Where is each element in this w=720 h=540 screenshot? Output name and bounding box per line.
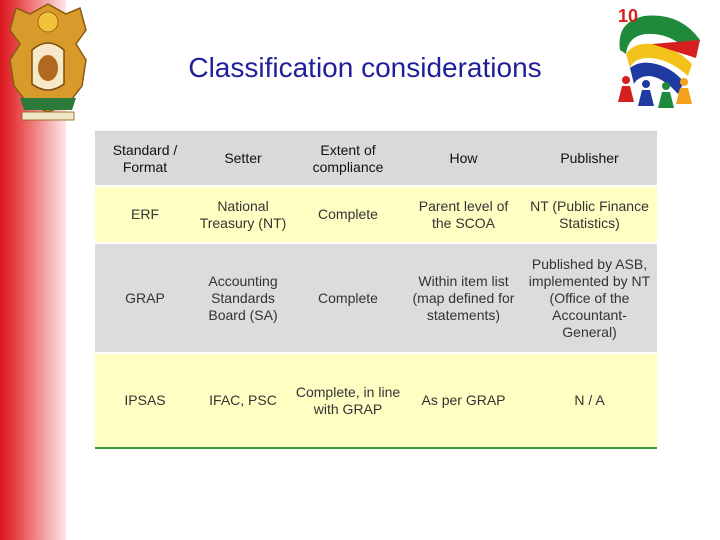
- cell-extent: Complete, in line with GRAP: [291, 353, 405, 449]
- slide-title: Classification considerations: [188, 52, 542, 83]
- table-row-ipsas: IPSAS IFAC, PSC Complete, in line with G…: [95, 353, 657, 449]
- cell-standard: IPSAS: [95, 353, 195, 449]
- classification-table: Standard / Format Setter Extent of compl…: [95, 131, 657, 449]
- header-setter: Setter: [195, 131, 291, 187]
- header-extent-of-compliance: Extent of compliance: [291, 131, 405, 187]
- cell-extent: Complete: [291, 186, 405, 243]
- cell-how: Parent level of the SCOA: [405, 186, 522, 243]
- header-how: How: [405, 131, 522, 187]
- ten-years-of-freedom-logo: 10: [618, 6, 700, 108]
- svg-text:10: 10: [618, 6, 638, 26]
- cell-publisher: N / A: [522, 353, 657, 449]
- table-row-grap: GRAP Accounting Standards Board (SA) Com…: [95, 242, 657, 354]
- cell-setter: National Treasury (NT): [195, 186, 291, 243]
- cell-publisher: Published by ASB, implemented by NT (Off…: [522, 242, 657, 354]
- cell-setter: Accounting Standards Board (SA): [195, 242, 291, 354]
- cell-how: As per GRAP: [405, 353, 522, 449]
- cell-setter: IFAC, PSC: [195, 353, 291, 449]
- coat-of-arms-logo: [9, 3, 87, 121]
- table-row-erf: ERF National Treasury (NT) Complete Pare…: [95, 186, 657, 243]
- cell-publisher: NT (Public Finance Statistics): [522, 186, 657, 243]
- header-publisher: Publisher: [522, 131, 657, 187]
- cell-standard: ERF: [95, 186, 195, 243]
- header-standard-format: Standard / Format: [95, 131, 195, 187]
- cell-standard: GRAP: [95, 242, 195, 354]
- cell-how: Within item list (map defined for statem…: [405, 242, 522, 354]
- table-header-row: Standard / Format Setter Extent of compl…: [95, 131, 657, 187]
- cell-extent: Complete: [291, 242, 405, 354]
